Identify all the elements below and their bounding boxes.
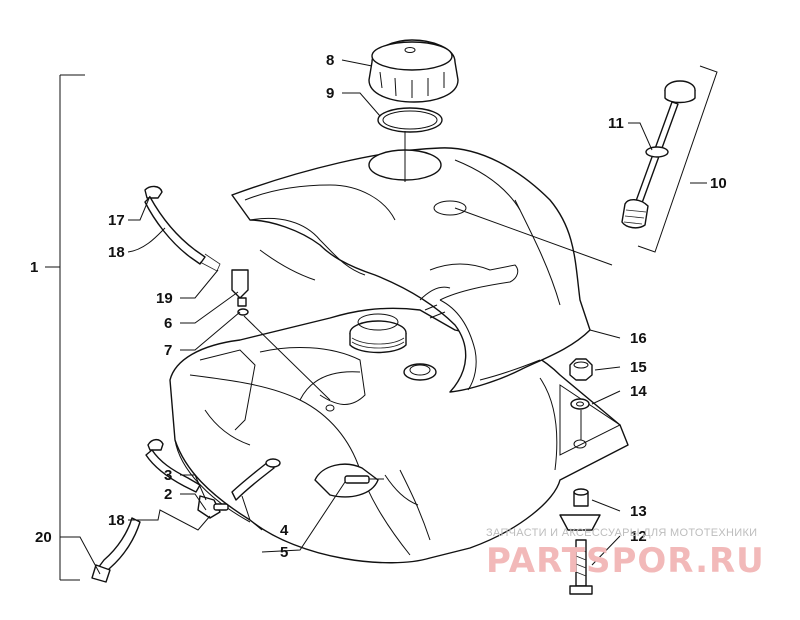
callout-7: 7 bbox=[164, 342, 172, 359]
fuel-gauge-dipstick bbox=[621, 80, 696, 229]
callout-1: 1 bbox=[30, 259, 38, 276]
callout-14: 14 bbox=[630, 383, 647, 400]
fuel-pickup-fitting bbox=[314, 463, 384, 498]
watermark-brand: PARTSPOR.RU bbox=[486, 541, 765, 581]
callout-3: 3 bbox=[164, 467, 172, 484]
callout-20: 20 bbox=[35, 529, 52, 546]
callout-8: 8 bbox=[326, 52, 334, 69]
filler-neck bbox=[349, 313, 407, 354]
callout-9: 9 bbox=[326, 85, 334, 102]
mount-washer bbox=[570, 398, 590, 410]
cap-gasket bbox=[377, 107, 443, 133]
callout-5: 5 bbox=[280, 544, 288, 561]
mount-grommet bbox=[559, 488, 601, 531]
callout-18-upper: 18 bbox=[108, 244, 125, 261]
gauge-port bbox=[403, 363, 437, 381]
callout-17: 17 bbox=[108, 212, 125, 229]
callout-18-lower: 18 bbox=[108, 512, 125, 529]
callout-19: 19 bbox=[156, 290, 173, 307]
watermark: ЗАПЧАСТИ И АКСЕССУАРЫ ДЛЯ МОТОТЕХНИКИ PA… bbox=[486, 527, 765, 581]
callout-10: 10 bbox=[710, 175, 727, 192]
callout-labels: 1 2 3 4 5 6 7 8 9 10 11 12 13 14 15 16 1… bbox=[30, 52, 727, 561]
vent-fitting bbox=[231, 269, 249, 316]
vent-hose-upper bbox=[144, 185, 221, 272]
mount-nut bbox=[569, 358, 593, 381]
leader-lines bbox=[45, 59, 718, 581]
gas-cap bbox=[368, 39, 459, 103]
callout-15: 15 bbox=[630, 359, 647, 376]
callout-4: 4 bbox=[280, 522, 289, 539]
callout-13: 13 bbox=[630, 503, 647, 520]
callout-11: 11 bbox=[608, 115, 624, 132]
callout-2: 2 bbox=[164, 486, 172, 503]
fuel-line-assembly bbox=[91, 438, 281, 583]
callout-12: 12 bbox=[630, 528, 647, 545]
callout-6: 6 bbox=[164, 315, 172, 332]
callout-16: 16 bbox=[630, 330, 647, 347]
watermark-tagline: ЗАПЧАСТИ И АКСЕССУАРЫ ДЛЯ МОТОТЕХНИКИ bbox=[486, 527, 757, 539]
mount-bolt bbox=[569, 539, 593, 595]
tank-cover-shroud bbox=[231, 147, 591, 393]
